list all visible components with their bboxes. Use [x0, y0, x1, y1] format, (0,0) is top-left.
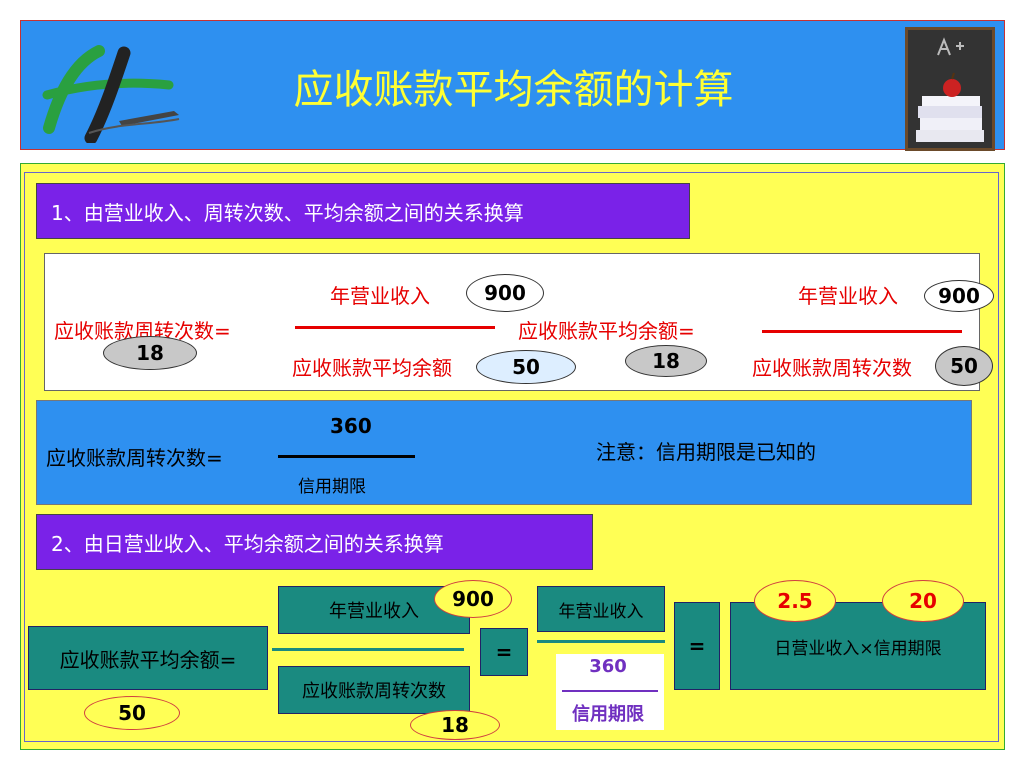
section2-mid-numerator: 年营业收入	[537, 586, 665, 632]
formula-b-numerator: 年营业收入	[798, 284, 898, 308]
formula-a-numerator: 年营业收入	[330, 284, 430, 308]
page-title: 应收账款平均余额的计算	[293, 67, 734, 113]
formula-c-numerator: 360	[330, 414, 372, 438]
formula-a-num-value: 900	[466, 274, 544, 312]
formula-b-result: 50	[935, 346, 993, 386]
formula-a-denominator: 应收账款平均余额	[292, 356, 452, 380]
section2-banner: 2、由日营业收入、平均余额之间的关系换算	[36, 514, 593, 570]
section2-mid-denominator-bottom: 信用期限	[572, 704, 644, 725]
formula-a-fraction-line	[295, 326, 495, 329]
section1-banner: 1、由营业收入、周转次数、平均余额之间的关系换算	[36, 183, 690, 239]
section2-rhs-value-a: 2.5	[754, 580, 836, 622]
section2-denominator: 应收账款周转次数	[278, 666, 470, 714]
section2-lhs: 应收账款平均余额=	[28, 626, 268, 690]
formula-b-denominator: 应收账款周转次数	[752, 356, 912, 380]
section2-mid-fraction-line	[537, 640, 665, 643]
equals-sign-1: =	[480, 628, 528, 676]
formula-c-denominator: 信用期限	[298, 477, 366, 497]
formula-c-fraction-line	[278, 455, 415, 458]
formula-b-fraction-line	[762, 330, 962, 333]
section2-mid-denominator-line	[562, 690, 658, 692]
section2-fraction-line	[272, 648, 464, 651]
logo-icon	[42, 45, 180, 143]
equals-sign-2: =	[674, 602, 720, 690]
chalkboard-books-icon	[905, 27, 995, 151]
formula-b-num-value: 900	[924, 280, 994, 312]
section2-den-value: 18	[410, 710, 500, 740]
header-banner: 应收账款平均余额的计算	[20, 20, 1005, 151]
formula-c-lhs: 应收账款周转次数=	[46, 446, 223, 470]
formula-b-den-value: 18	[625, 345, 707, 377]
section2-num-value: 900	[434, 580, 512, 618]
section2-lhs-value: 50	[84, 696, 180, 730]
formula-c-note: 注意：信用期限是已知的	[596, 440, 816, 464]
formula-b-lhs: 应收账款平均余额=	[518, 319, 695, 343]
section2-mid-denominator-box: 360 信用期限	[556, 654, 664, 730]
section2-mid-denominator-top: 360	[589, 656, 627, 677]
formula-a-result: 18	[103, 336, 197, 370]
formula-a-den-value: 50	[476, 350, 576, 384]
section2-rhs-value-b: 20	[882, 580, 964, 622]
formula-box-2	[36, 400, 972, 505]
